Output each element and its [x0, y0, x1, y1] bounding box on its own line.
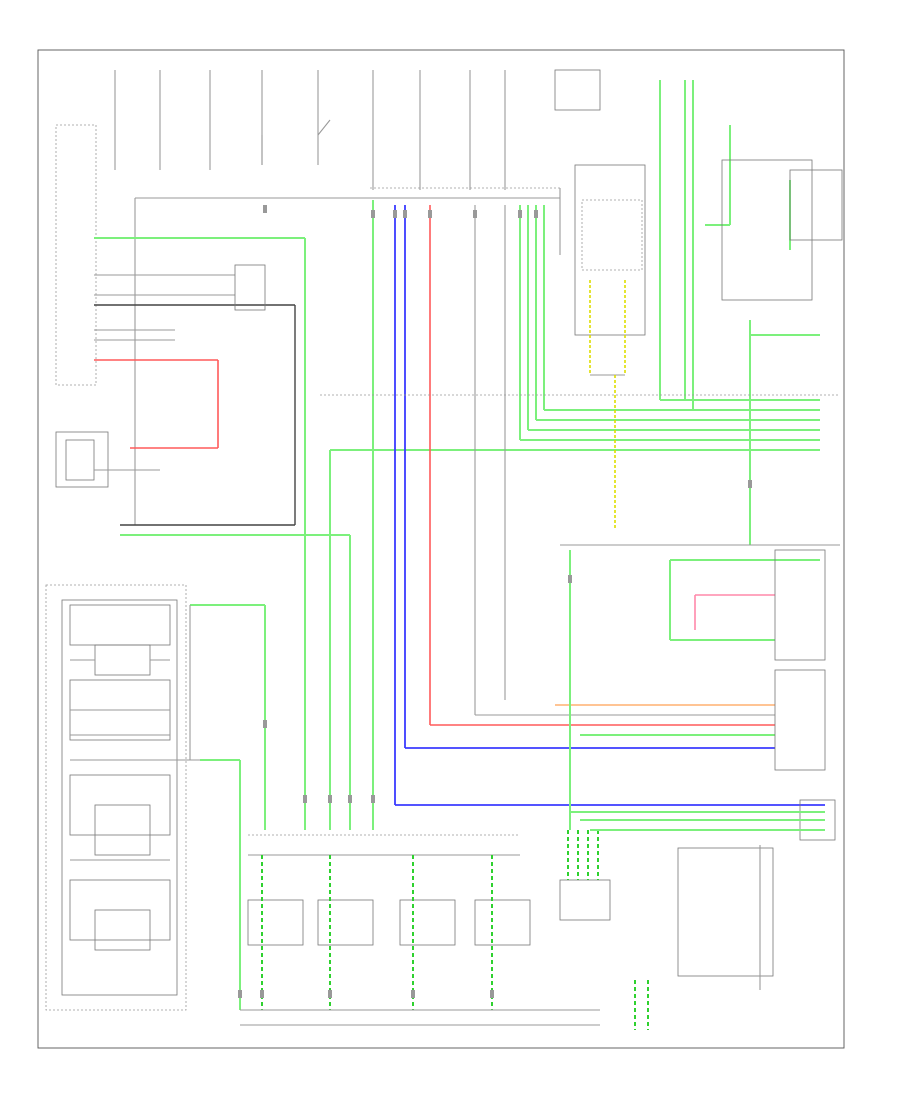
blue-red-wires: [394, 205, 825, 806]
connector-pins: [238, 205, 752, 998]
right-connectors: [669, 549, 836, 990]
diagram-frame: [37, 49, 845, 1049]
control-module-left: [55, 124, 296, 526]
switch-assembly: [45, 584, 200, 1011]
bottom-modules: [240, 550, 825, 1030]
green-wires-right: [519, 80, 820, 545]
fuse-feeds: [114, 70, 506, 190]
green-wires-left: [94, 200, 820, 1010]
right-modules: [320, 69, 843, 546]
